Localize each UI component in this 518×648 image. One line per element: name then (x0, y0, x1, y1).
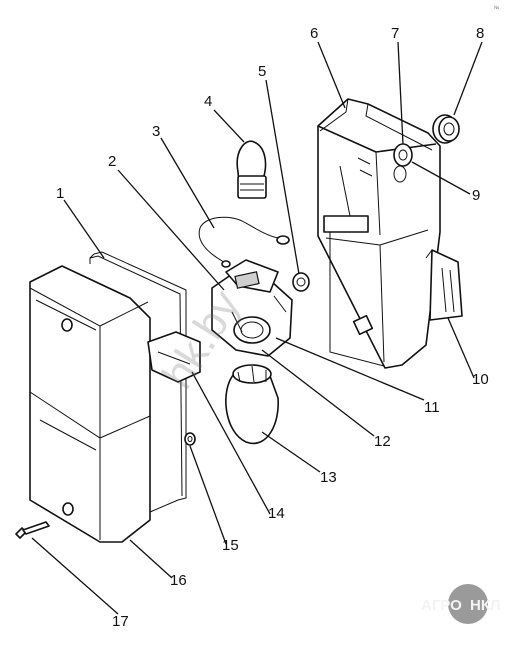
bolt-7 (393, 143, 413, 167)
label-9: 9 (472, 187, 480, 204)
leader-lines (31, 41, 483, 615)
label-8: 8 (476, 25, 484, 42)
label-11: 11 (424, 399, 440, 416)
label-15: 15 (222, 537, 239, 554)
label-7: 7 (391, 25, 399, 42)
callout-labels: 1 2 3 4 5 6 7 8 9 10 11 12 13 14 15 16 1… (56, 25, 489, 630)
housing (317, 98, 441, 369)
label-4: 4 (204, 93, 212, 110)
label-12: 12 (374, 433, 391, 450)
label-14: 14 (268, 505, 285, 522)
label-2: 2 (108, 153, 116, 170)
label-16: 16 (170, 572, 187, 589)
label-1: 1 (56, 185, 64, 202)
lens-16 (29, 265, 151, 543)
washer-15 (184, 432, 196, 446)
grommet-8 (432, 114, 460, 144)
bulb-4 (236, 140, 267, 199)
label-13: 13 (320, 469, 337, 486)
label-6: 6 (310, 25, 318, 42)
logo-text-left: АГРО (421, 597, 462, 614)
base-plate-14 (147, 331, 201, 383)
logo-badge: АГРО НКЛ (421, 584, 501, 624)
label-5: 5 (258, 63, 266, 80)
label-10: 10 (472, 371, 489, 388)
logo-text-right: НКЛ (470, 597, 501, 614)
lamp-socket (211, 259, 293, 357)
nut-5 (292, 272, 310, 292)
screw-17 (15, 521, 50, 539)
bulb-13 (225, 364, 279, 445)
bracket-10 (425, 249, 463, 321)
label-3: 3 (152, 123, 160, 140)
corner-mark: № (494, 5, 499, 11)
label-17: 17 (112, 613, 129, 630)
